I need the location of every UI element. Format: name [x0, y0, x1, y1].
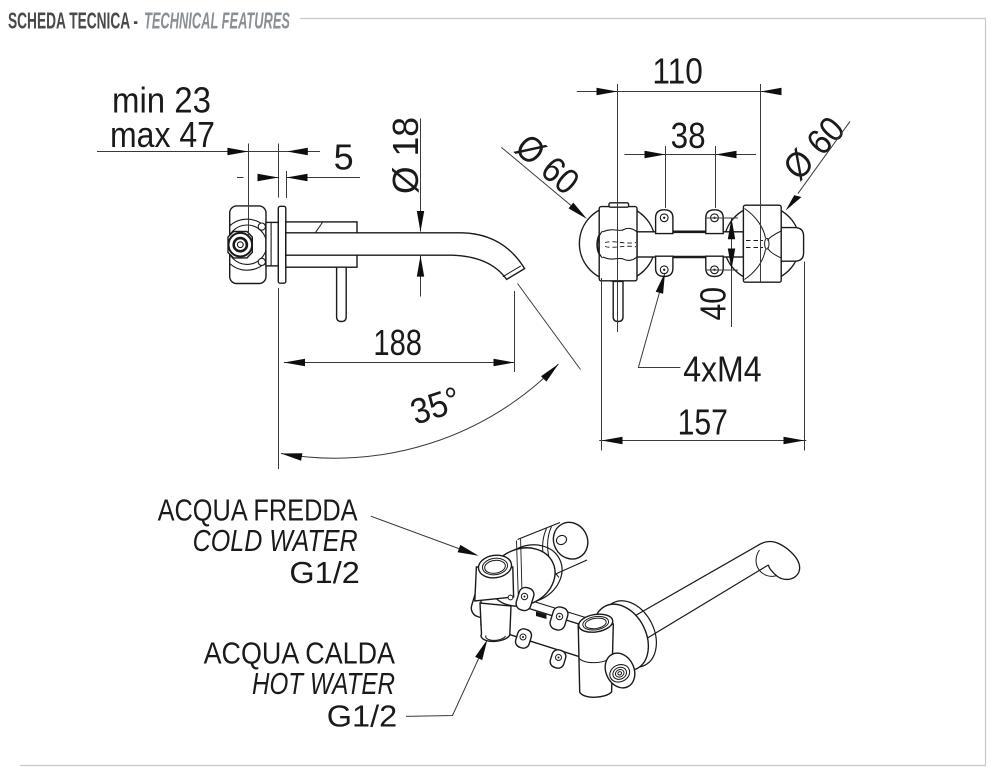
- svg-text:ACQUA CALDA: ACQUA CALDA: [204, 636, 396, 671]
- svg-text:G1/2: G1/2: [289, 555, 359, 590]
- svg-text:157: 157: [678, 402, 728, 443]
- svg-text:5: 5: [334, 137, 354, 178]
- svg-text:ACQUA FREDDA: ACQUA FREDDA: [158, 493, 358, 528]
- svg-text:SCHEDA TECNICA -: SCHEDA TECNICA -: [8, 8, 138, 34]
- svg-text:110: 110: [652, 51, 702, 92]
- svg-text:TECHNICAL FEATURES: TECHNICAL FEATURES: [144, 8, 290, 34]
- svg-text:188: 188: [373, 322, 422, 363]
- svg-text:Ø 18: Ø 18: [385, 117, 426, 194]
- svg-text:38: 38: [671, 115, 706, 156]
- svg-text:min 23: min 23: [112, 80, 211, 121]
- svg-text:40: 40: [693, 287, 734, 321]
- svg-text:4xM4: 4xM4: [683, 349, 761, 390]
- svg-text:COLD WATER: COLD WATER: [193, 523, 358, 558]
- svg-text:HOT WATER: HOT WATER: [252, 666, 395, 701]
- svg-text:G1/2: G1/2: [327, 699, 397, 734]
- svg-text:max 47: max 47: [110, 114, 215, 155]
